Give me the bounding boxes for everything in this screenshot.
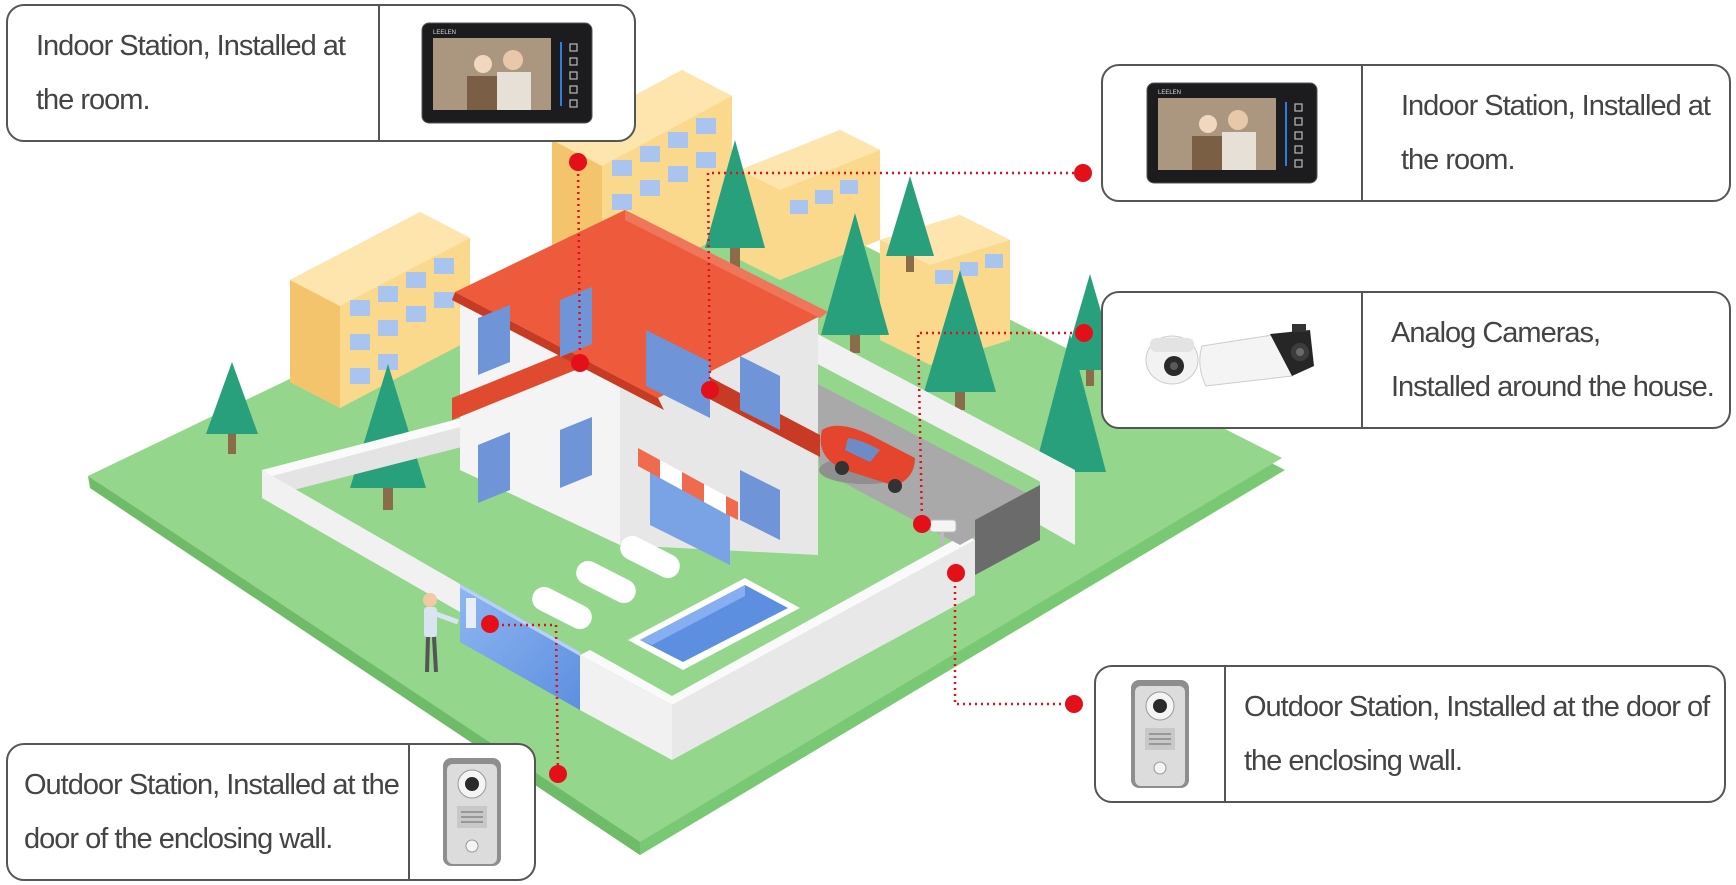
callout-divider [1224, 667, 1226, 801]
security-camera-icon [1145, 324, 1314, 387]
callout-divider [378, 6, 380, 140]
dot [947, 564, 965, 582]
callout-text: Indoor Station, Installed at the room. [8, 6, 378, 140]
callout-line: Installed around the house. [1391, 371, 1715, 403]
tree [705, 140, 765, 268]
dot [481, 615, 499, 633]
callout-line: the enclosing wall. [1244, 745, 1463, 777]
line-indoor-top-right [706, 171, 1080, 391]
dot [1074, 164, 1092, 182]
walkway-stones [532, 535, 680, 630]
callout-outdoor-station-right: Outdoor Station, Installed at the door o… [1094, 665, 1726, 803]
doorbell-panel-icon [443, 758, 501, 866]
camera-image [1103, 293, 1361, 427]
callout-line: Outdoor Station, Installed at the [24, 769, 400, 801]
car [819, 425, 915, 493]
callout-indoor-station-right: LEELEN Indoor Station, Installed at the … [1101, 64, 1731, 202]
pool [628, 578, 800, 670]
callout-text: Outdoor Station, Installed at the door o… [1226, 667, 1724, 801]
line-outdoor-left [490, 623, 560, 775]
outdoor-station-image [1096, 667, 1224, 801]
indoor-monitor-image: LEELEN [380, 6, 634, 140]
callout-line: door of the enclosing wall. [24, 823, 333, 855]
tree [886, 176, 934, 272]
dot [1065, 695, 1083, 713]
dot [569, 153, 587, 171]
wall-camera-icon [929, 519, 957, 546]
callout-line: Indoor Station, Installed at [36, 30, 346, 62]
callout-divider [1361, 293, 1363, 427]
connection-dots [481, 153, 1093, 783]
callout-indoor-station-left: Indoor Station, Installed at the room. L… [6, 4, 636, 142]
dot [701, 381, 719, 399]
outdoor-station-image [410, 745, 534, 879]
callout-line: the room. [1401, 144, 1515, 176]
indoor-monitor-icon: LEELEN [421, 22, 593, 124]
callout-text: Analog Cameras, Installed around the hou… [1363, 293, 1729, 427]
tree [206, 362, 258, 454]
callout-text: Outdoor Station, Installed at the door o… [8, 745, 408, 879]
house [452, 210, 828, 565]
callout-line: Indoor Station, Installed at [1401, 90, 1711, 122]
dot [549, 765, 567, 783]
dot [571, 354, 589, 372]
brand-logo: LEELEN [1158, 90, 1181, 96]
indoor-monitor-image: LEELEN [1103, 66, 1361, 200]
callout-line: the room. [36, 84, 150, 116]
indoor-monitor-icon: LEELEN [1146, 82, 1318, 184]
line-outdoor-right [953, 573, 1073, 706]
callout-text: Indoor Station, Installed at the room. [1363, 66, 1729, 200]
line-cameras [916, 331, 1084, 523]
tree [924, 270, 996, 410]
visitor-figure [423, 593, 459, 673]
connection-lines [490, 161, 1084, 775]
tree [821, 213, 889, 353]
doorbell-panel-icon [1131, 680, 1189, 788]
driveway [810, 380, 1040, 545]
dot [913, 515, 931, 533]
dot [1075, 324, 1093, 342]
callout-outdoor-station-left: Outdoor Station, Installed at the door o… [6, 743, 536, 881]
outdoor-panel-on-gate [466, 598, 476, 628]
callout-divider [408, 745, 410, 879]
background-building-left [290, 212, 470, 408]
garage-gate [975, 485, 1040, 575]
callout-line: Analog Cameras, [1391, 317, 1601, 349]
brand-logo: LEELEN [433, 30, 456, 36]
callout-divider [1361, 66, 1363, 200]
callout-line: Outdoor Station, Installed at the door o… [1244, 691, 1710, 723]
callout-analog-cameras: Analog Cameras, Installed around the hou… [1101, 291, 1731, 429]
